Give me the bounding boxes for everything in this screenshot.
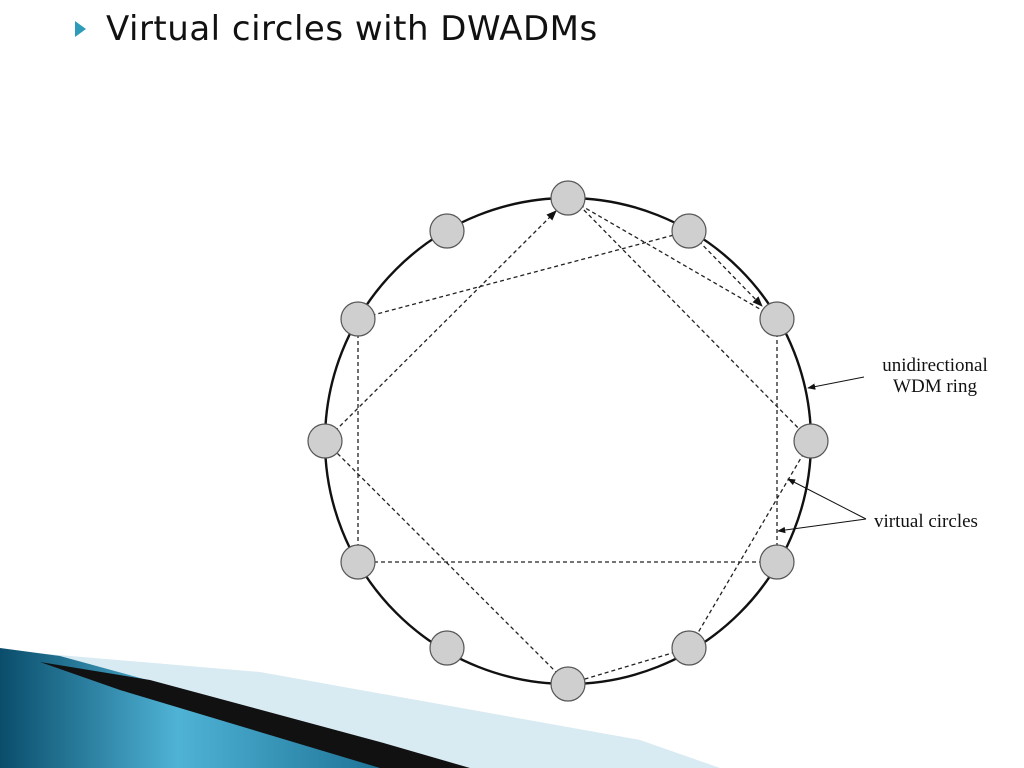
virtual-label-pointer-2 [777,518,867,534]
virtual-circles-label: virtual circles [874,511,978,532]
virtual-label-pointer-1 [787,478,867,520]
node [340,301,376,337]
chord [324,210,557,442]
chord [567,197,778,320]
chord [578,204,812,442]
node [793,423,829,459]
node [671,213,707,249]
ring-label-pointer [807,376,865,390]
chord [688,440,812,649]
node [340,544,376,580]
node [550,180,586,216]
node [307,423,343,459]
virtual-circle-b [324,204,812,685]
ring-label-line2: WDM ring [893,376,977,397]
node [671,630,707,666]
chord [357,230,690,320]
ring-label-line1: unidirectional [882,355,988,376]
page-title: Virtual circles with DWADMs [106,9,598,49]
chord [324,440,569,685]
node [759,301,795,337]
virtual-circle-a [357,197,778,563]
node [429,630,465,666]
swoosh-black-band [40,662,470,768]
triangle-right-icon [75,21,86,37]
slide-title: Virtual circles with DWADMs [72,4,598,54]
node [550,666,586,702]
ring-nodes [307,180,829,702]
chord [567,647,690,685]
wdm-ring [323,196,813,686]
node [759,544,795,580]
node [429,213,465,249]
label-pointers [777,376,867,534]
